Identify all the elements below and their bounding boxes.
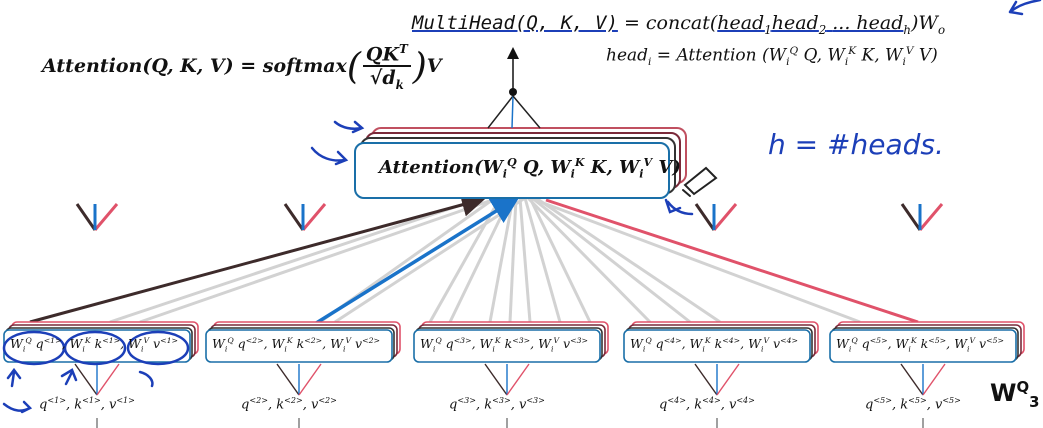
projection-box-layer <box>623 329 811 363</box>
head-output-lines <box>487 47 541 129</box>
input-arrow-line <box>96 363 120 396</box>
value-connector-line <box>545 198 919 324</box>
projection-boxes <box>3 321 1025 363</box>
multihead-head2: head <box>771 12 819 34</box>
input-label-1: q<1>, k<1>, v<1> <box>39 396 135 413</box>
input-arrow-line <box>276 363 300 396</box>
corner-note: WQ3 <box>990 378 1040 411</box>
input-arrows <box>74 363 946 428</box>
input-arrow-line <box>298 363 322 396</box>
multihead-formula: MultiHead(Q, K, V) = concat(head1head2 .… <box>412 12 945 37</box>
attention-formula-tail: V <box>426 55 442 78</box>
junction-dot <box>509 88 517 96</box>
multihead-head1: head <box>717 12 765 34</box>
corner-note-sup: Q <box>1016 378 1030 396</box>
corner-note-w: W <box>990 379 1017 407</box>
head-tripods <box>75 203 944 231</box>
input-arrow-line <box>506 363 530 396</box>
input-arrow-line <box>694 363 718 396</box>
multihead-eq: = concat( <box>623 12 718 34</box>
attention-formula-lhs: Attention(Q, K, V) = softmax <box>42 55 347 78</box>
multihead-lhs: MultiHead(Q, K, V) <box>412 12 618 34</box>
handwritten-annotations <box>2 0 1042 414</box>
projection-box-layer <box>413 329 601 363</box>
input-arrow-line <box>484 363 508 396</box>
multihead-head2-sub: 2 <box>818 22 827 37</box>
multihead-wo-sub: o <box>937 22 946 37</box>
attention-box-stack <box>354 127 687 199</box>
attention-fraction: QKT√dk <box>362 42 411 93</box>
attention-formula: Attention(Q, K, V) = softmax(QKT√dk)V <box>42 42 442 93</box>
projection-box-layer <box>829 329 1017 363</box>
faint-connector-lines <box>109 196 861 324</box>
multihead-headh-sub: h <box>903 22 911 37</box>
attention-numerator: QK <box>365 43 399 66</box>
attention-box-label: Attention(WiQ Q, WiK K, WiV V) <box>379 156 681 181</box>
head-i-formula: headi = Attention (WiQ Q, WiK K, WiV V) <box>606 45 938 69</box>
projection-box-label-4: WiQ q<4>, WiK k<4>, WiV v<4> <box>630 336 799 354</box>
key-connector-line <box>304 196 520 332</box>
input-label-5: q<5>, k<5>, v<5> <box>865 396 961 413</box>
corner-note-sub: 3 <box>1029 392 1040 411</box>
heads-note: h = #heads. <box>768 128 944 161</box>
multihead-dots: ... head <box>832 12 904 34</box>
attention-denominator: √d <box>369 67 396 90</box>
input-arrow-line <box>900 363 924 396</box>
input-label-3: q<3>, k<3>, v<3> <box>449 396 545 413</box>
projection-box-label-2: WiQ q<2>, WiK k<2>, WiV v<2> <box>212 336 381 354</box>
input-arrow-line <box>74 363 98 396</box>
projection-box-layer <box>205 329 393 363</box>
input-arrow-line <box>922 363 946 396</box>
projection-box-label-3: WiQ q<3>, WiK k<3>, WiV v<3> <box>420 336 589 354</box>
projection-box-label-1: WiQ q<1>, WiK k<1>, WiV v<1> <box>10 336 179 354</box>
attention-denominator-sub: k <box>395 78 404 93</box>
input-label-2: q<2>, k<2>, v<2> <box>241 396 337 413</box>
input-arrow-line <box>716 363 740 396</box>
multihead-close: )W <box>910 12 938 34</box>
query-connector-line <box>29 193 486 324</box>
input-label-4: q<4>, k<4>, v<4> <box>659 396 755 413</box>
multihead-head1-sub: 1 <box>764 22 772 37</box>
attention-numerator-sup: T <box>398 42 408 56</box>
projection-box-label-5: WiQ q<5>, WiK k<5>, WiV v<5> <box>836 336 1005 354</box>
